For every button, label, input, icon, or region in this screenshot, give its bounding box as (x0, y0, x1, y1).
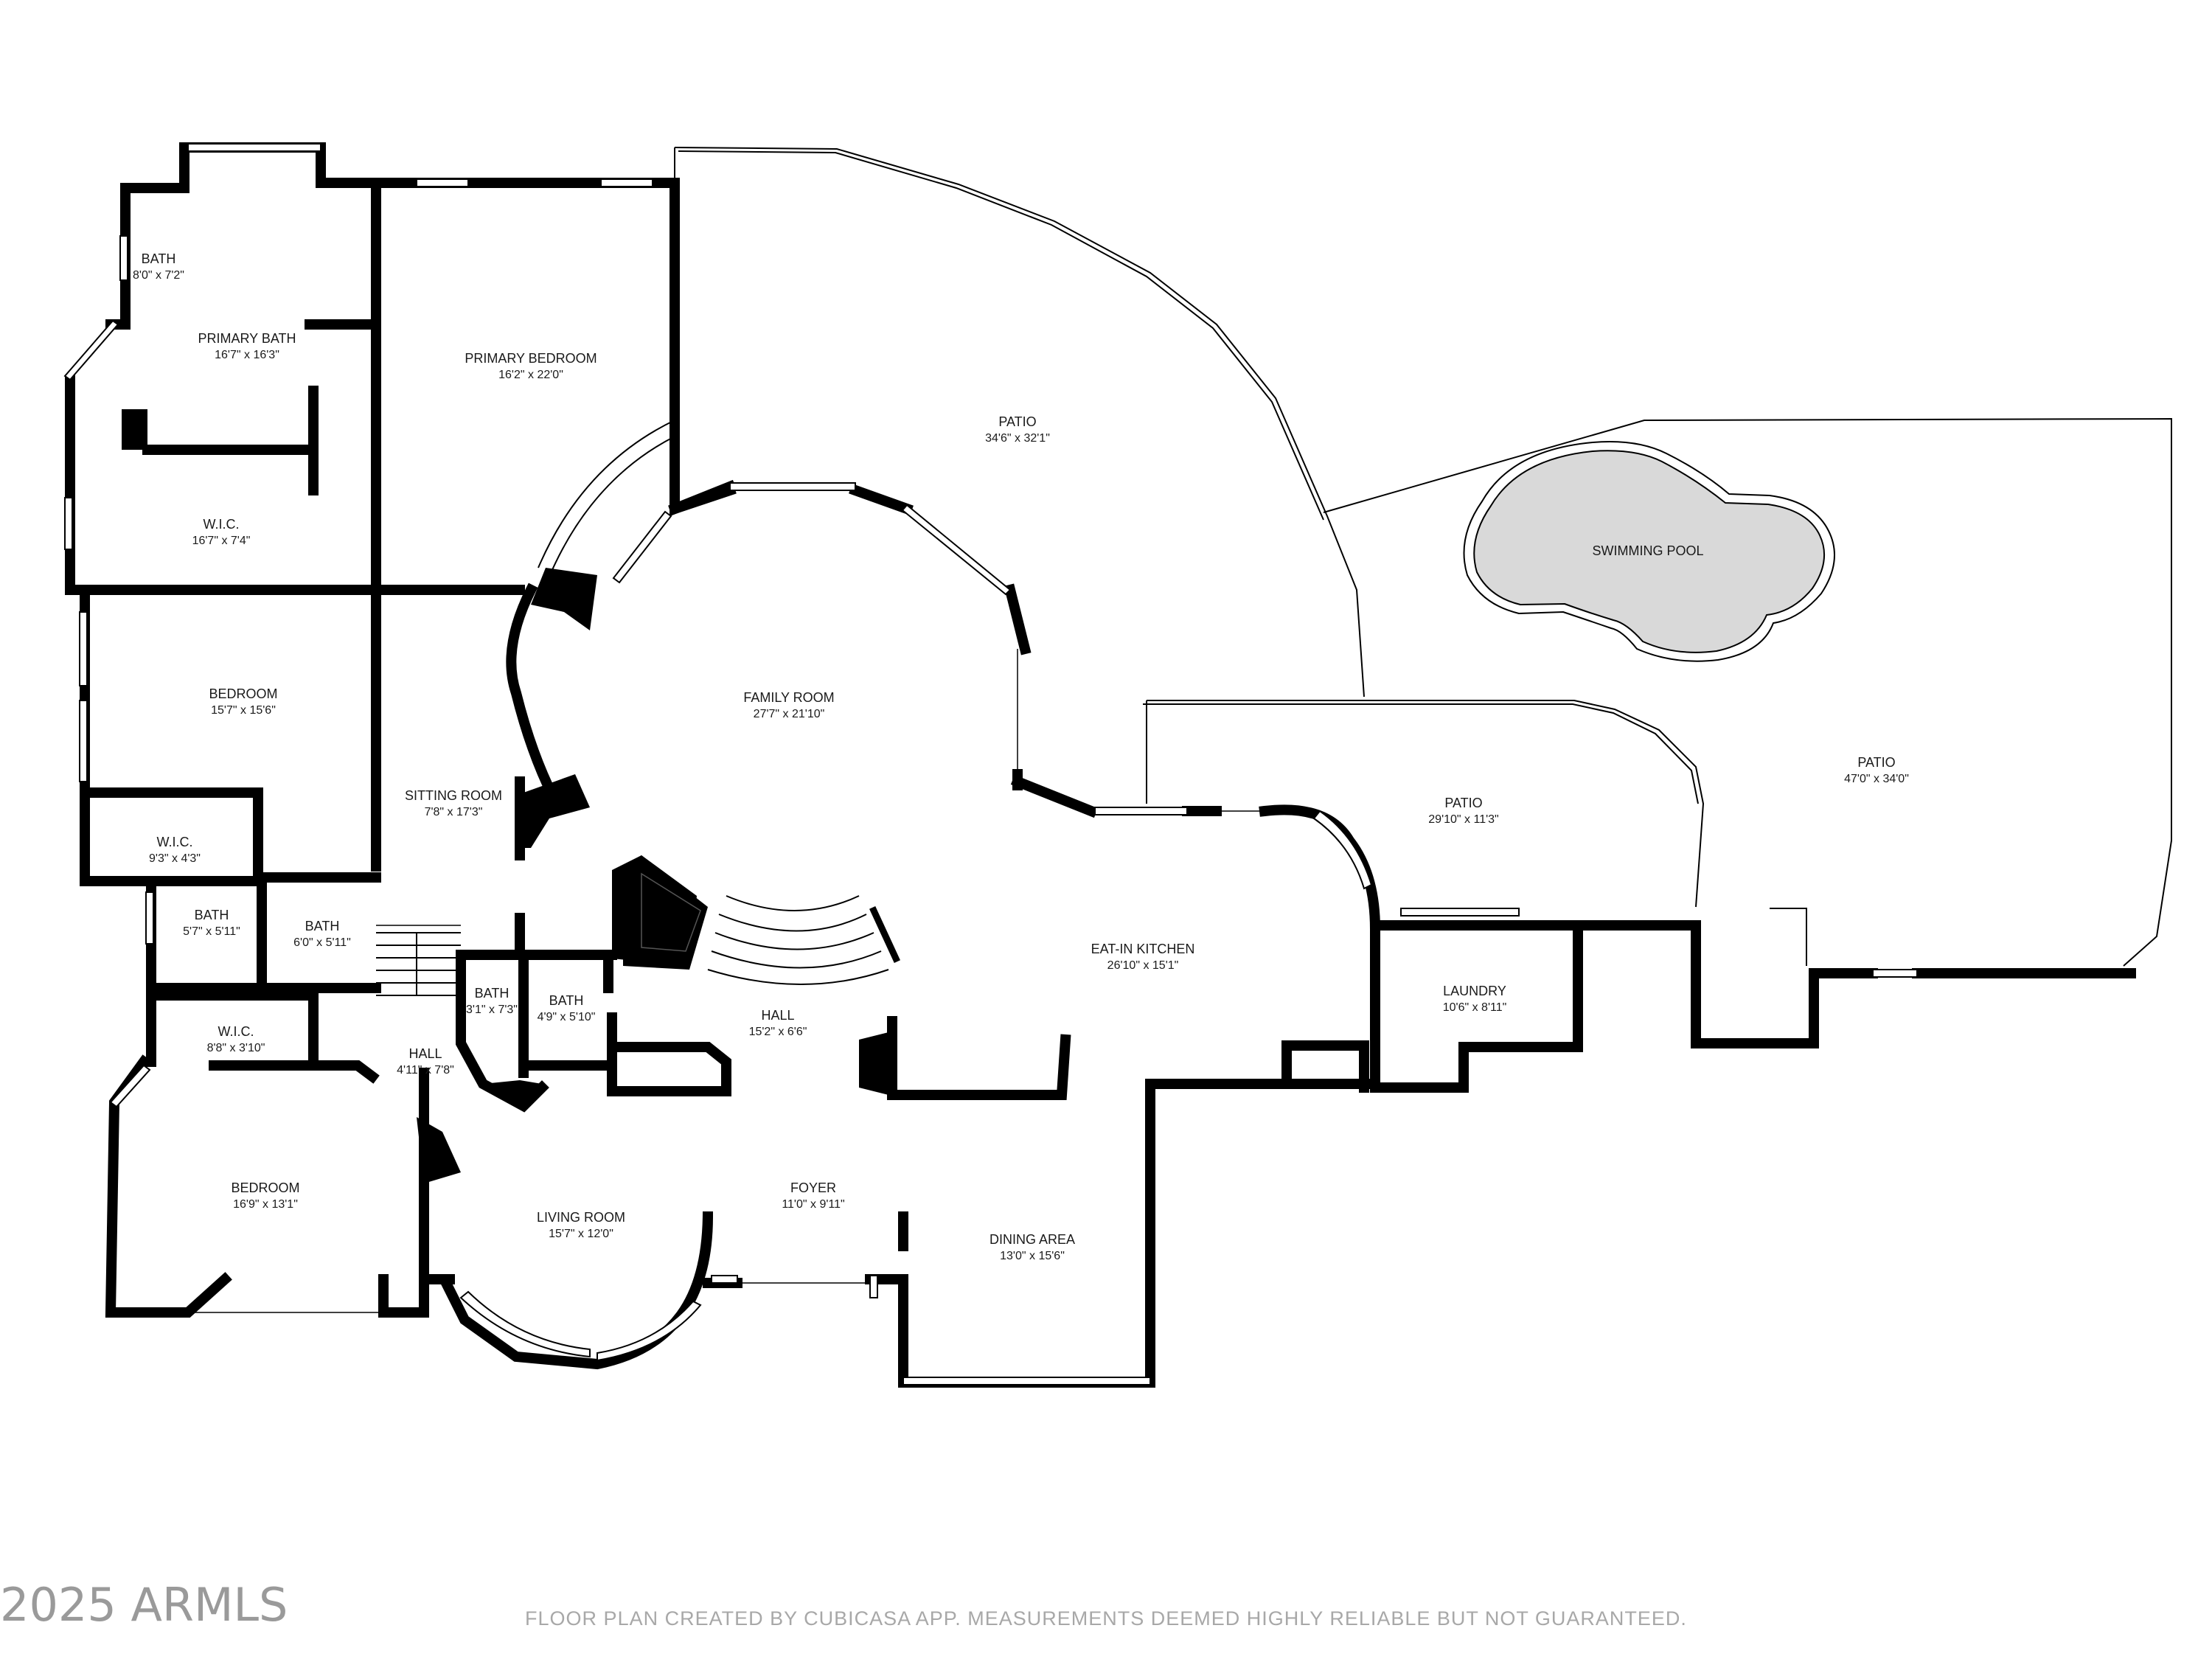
room-dim-hall-1: 15'2" x 6'6" (749, 1026, 807, 1038)
patio-outlines (538, 147, 2172, 967)
room-label-bath-1: BATH (142, 251, 176, 266)
room-dim-bath-5: 4'9" x 5'10" (538, 1011, 596, 1023)
room-label-swimming-pool: SWIMMING POOL (1592, 543, 1703, 558)
room-label-foyer: FOYER (790, 1180, 836, 1195)
swimming-pool (1463, 441, 1835, 662)
room-label-sitting-room: SITTING ROOM (405, 788, 502, 803)
room-dim-bath-4: 3'1" x 7'3" (466, 1004, 518, 1016)
room-label-hall-2: HALL (408, 1046, 442, 1061)
room-label-eat-in-kitchen: EAT-IN KITCHEN (1091, 942, 1195, 956)
room-dim-wic-2: 9'3" x 4'3" (149, 852, 201, 865)
room-label-hall-1: HALL (761, 1008, 794, 1023)
room-dim-bath-1: 8'0" x 7'2" (133, 269, 184, 282)
room-label-bath-5: BATH (549, 993, 584, 1008)
room-label-living-room: LIVING ROOM (537, 1210, 625, 1225)
room-dim-hall-2: 4'11" x 7'8" (397, 1064, 454, 1077)
fireplace (623, 855, 708, 970)
room-dim-patio-1: 34'6" x 32'1" (985, 432, 1050, 445)
room-label-bath-3: BATH (305, 919, 340, 933)
room-dim-bedroom-2: 16'9" x 13'1" (233, 1198, 298, 1211)
room-dim-patio-2: 47'0" x 34'0" (1844, 773, 1909, 785)
room-label-patio-2: PATIO (1857, 755, 1895, 770)
room-label-primary-bedroom: PRIMARY BEDROOM (465, 351, 597, 366)
room-label-wic-1: W.I.C. (204, 517, 240, 532)
room-dim-primary-bath: 16'7" x 16'3" (215, 349, 279, 361)
room-dim-living-room: 15'7" x 12'0" (549, 1228, 613, 1240)
room-label-bath-4: BATH (475, 986, 509, 1001)
room-label-bedroom-2: BEDROOM (231, 1180, 299, 1195)
room-dim-eat-in-kitchen: 26'10" x 15'1" (1107, 959, 1179, 972)
room-dim-family-room: 27'7" x 21'10" (754, 708, 825, 720)
room-dim-bath-3: 6'0" x 5'11" (293, 936, 351, 949)
room-label-patio-1: PATIO (998, 414, 1036, 429)
room-label-family-room: FAMILY ROOM (743, 690, 834, 705)
room-label-primary-bath: PRIMARY BATH (198, 331, 296, 346)
watermark: 2025 ARMLS (0, 1578, 288, 1632)
footer-disclaimer: FLOOR PLAN CREATED BY CUBICASA APP. MEAS… (525, 1607, 1687, 1630)
windows (63, 143, 1918, 1385)
stairs-straight (376, 932, 461, 996)
room-dim-bedroom-1: 15'7" x 15'6" (211, 704, 276, 717)
room-labels: BATH 8'0" x 7'2" PRIMARY BATH 16'7" x 16… (133, 251, 1909, 1262)
room-label-patio-3: PATIO (1444, 796, 1482, 810)
room-dim-sitting-room: 7'8" x 17'3" (425, 806, 483, 818)
room-dim-foyer: 11'0" x 9'11" (782, 1198, 844, 1211)
room-label-wic-3: W.I.C. (218, 1024, 254, 1039)
doors (188, 649, 1512, 1313)
room-label-dining-area: DINING AREA (990, 1232, 1075, 1247)
stairs-arc (707, 895, 900, 985)
room-label-wic-2: W.I.C. (157, 835, 193, 849)
room-dim-dining-area: 13'0" x 15'6" (1000, 1250, 1065, 1262)
room-dim-primary-bedroom: 16'2" x 22'0" (498, 369, 563, 381)
room-dim-wic-1: 16'7" x 7'4" (192, 535, 251, 547)
room-dim-bath-2: 5'7" x 5'11" (183, 925, 240, 938)
room-label-bedroom-1: BEDROOM (209, 686, 277, 701)
room-dim-patio-3: 29'10" x 11'3" (1428, 813, 1498, 826)
room-dim-laundry: 10'6" x 8'11" (1443, 1001, 1507, 1014)
walls (65, 142, 2136, 1388)
room-dim-wic-3: 8'8" x 3'10" (207, 1042, 265, 1054)
room-label-bath-2: BATH (195, 908, 229, 922)
room-label-laundry: LAUNDRY (1443, 984, 1506, 998)
